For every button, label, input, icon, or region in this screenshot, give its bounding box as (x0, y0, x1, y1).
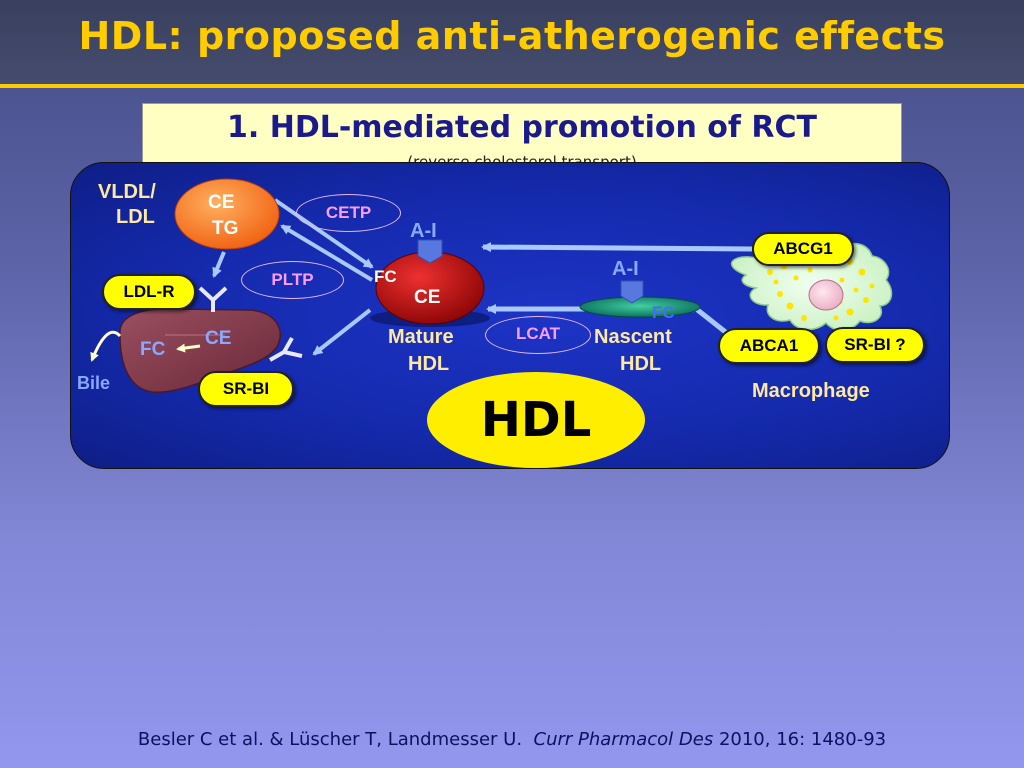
vldl-ce-label: CE (208, 192, 235, 213)
citation-authors: Besler C et al. & Lüscher T, Landmesser … (137, 729, 523, 750)
vldl-label: VLDL/ (98, 181, 156, 203)
nascent-apo-ai (620, 280, 644, 304)
citation: Besler C et al. & Lüscher T, Landmesser … (0, 729, 1024, 750)
vldl-to-ldlr-arrow (212, 251, 226, 278)
mature-ce-label: CE (414, 287, 441, 308)
mature-fc-label: FC (374, 267, 397, 286)
liver-ce-label: CE (205, 328, 232, 349)
abcg1-pill: ABCG1 (752, 232, 854, 266)
title-bar: HDL: proposed anti-atherogenic effects (0, 0, 1024, 84)
vldl-ldl-particle (174, 178, 280, 250)
macrophage-label: Macrophage (752, 380, 870, 402)
nascent-hdl-disc (579, 296, 701, 318)
flow-arrows (212, 198, 753, 356)
ce-to-fc-arrow (176, 343, 201, 353)
mature-hdl-label: HDL (408, 353, 450, 375)
vldl-tg-label: TG (212, 218, 239, 239)
srbi-receptor (269, 337, 303, 362)
slide-title: HDL: proposed anti-atherogenic effects (78, 14, 946, 58)
abca1-pill: ABCA1 (718, 328, 820, 364)
srbi-pill: SR-BI (198, 371, 294, 407)
hdl-central-label: HDL (427, 372, 645, 468)
bile-label: Bile (77, 373, 111, 393)
citation-journal: Curr Pharmacol Des (533, 729, 714, 750)
bile-arrow (90, 330, 122, 362)
subtitle-main: 1. HDL-mediated promotion of RCT (227, 110, 817, 145)
liver-fc-label: FC (140, 339, 166, 360)
abcg1-to-mature-arrow (481, 242, 753, 253)
pltp-label: PLTP (241, 261, 344, 299)
nascent-label: Nascent (594, 326, 672, 348)
ldlr-receptor (198, 286, 228, 312)
lcat-label: LCAT (485, 316, 591, 354)
mature-label: Mature (388, 326, 454, 348)
mature-to-srbi-arrow (312, 308, 372, 356)
cetp-arrow-in (273, 198, 374, 269)
title-divider (0, 84, 1024, 88)
mature-ai-label: A-I (410, 220, 437, 242)
srbi-question-pill: SR-BI ? (825, 327, 925, 363)
citation-details: 2010, 16: 1480-93 (718, 729, 887, 750)
macrophage-nucleus (808, 279, 844, 311)
mature-apo-ai (417, 239, 443, 264)
cetp-arrow-out (280, 224, 374, 282)
cetp-label: CETP (296, 194, 401, 232)
ldl-label: LDL (116, 206, 155, 228)
nascent-hdl-label: HDL (620, 353, 662, 375)
nascent-ai-label: A-I (612, 258, 639, 280)
nascent-fc-label: FC (652, 303, 675, 322)
ldlr-pill: LDL-R (102, 274, 196, 310)
